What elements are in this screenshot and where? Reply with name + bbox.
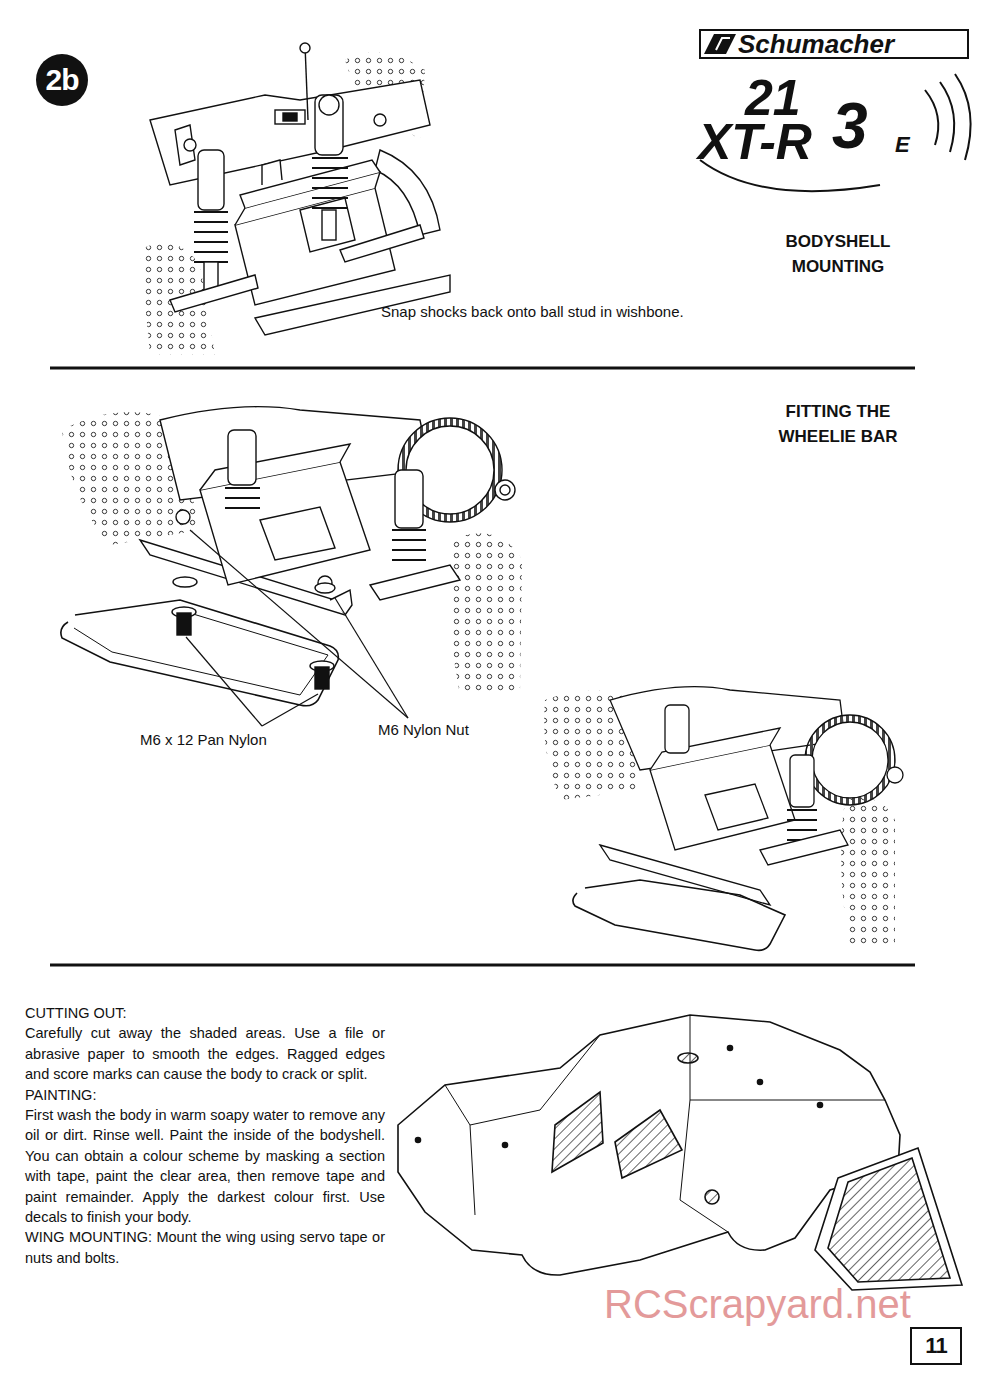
paragraph-heading: CUTTING OUT: [25, 1003, 385, 1023]
brand-logo: Schumacher [738, 29, 894, 60]
logo-model: 3 [832, 88, 868, 165]
leader-line [186, 530, 408, 726]
rule [50, 964, 915, 967]
wheelie-bar-illustration [61, 407, 522, 706]
instruction-note: Snap shocks back onto ball stud in wishb… [381, 303, 684, 321]
part-label: M6 x 12 Pan Nylon [140, 731, 267, 749]
rule [50, 367, 915, 370]
logo-model: XT-R [698, 112, 812, 172]
part-label: M6 Nylon Nut [378, 721, 469, 739]
paragraph-text: Carefully cut away the shaded areas. Use… [25, 1023, 385, 1084]
section-heading: BODYSHELL MOUNTING [758, 229, 918, 279]
paragraph-heading: PAINTING: [25, 1085, 385, 1105]
paragraph-text: WING MOUNTING: Mount the wing using serv… [25, 1227, 385, 1268]
paragraph-text: First wash the body in warm soapy water … [25, 1105, 385, 1227]
watermark: RCScrapyard.net [604, 1280, 911, 1328]
bodyshell-illustration [398, 1015, 962, 1290]
node-text: 11 [925, 1333, 946, 1359]
step-badge: 2b [36, 54, 88, 106]
logo-model: E [895, 132, 910, 158]
fitted-bar-illustration [544, 687, 903, 951]
section-heading: FITTING THE WHEELIE BAR [758, 399, 918, 449]
page-number-box: 11 [910, 1327, 962, 1365]
node-text: 2b [45, 63, 78, 97]
